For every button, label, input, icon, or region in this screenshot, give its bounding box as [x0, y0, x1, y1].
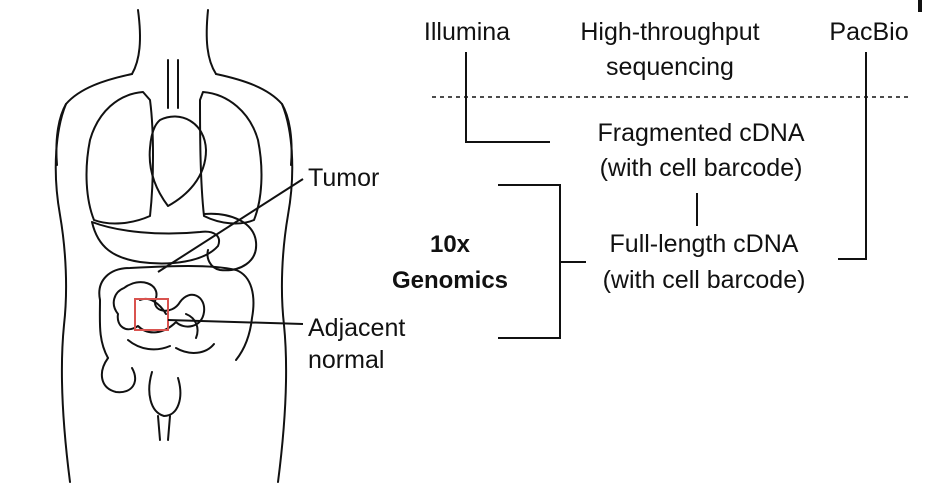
illumina-connector: [465, 52, 550, 143]
pacbio-connector: [838, 52, 867, 260]
tenx-label-line1: 10x: [430, 231, 471, 258]
liver-outline: [91, 221, 220, 265]
bladder-outline: [148, 371, 182, 417]
adjacent-label-line1: Adjacent: [308, 314, 405, 342]
full-length-cdna-line1: Full-length cDNA: [610, 230, 799, 258]
corner-mark: [918, 0, 922, 12]
cecum-outline: [100, 357, 137, 394]
heart-outline: [148, 115, 207, 207]
tenx-label-line2: Genomics: [392, 267, 508, 294]
adjacent-leader-line: [167, 319, 304, 325]
arm-right-outline: [281, 103, 293, 166]
torso-illustration: [54, 9, 294, 483]
tumor-leader-line: [157, 178, 304, 273]
stomach-outline: [203, 212, 258, 272]
small-intestine-outline: [112, 281, 215, 354]
tumor-region-box: [134, 298, 169, 331]
neck-outline: [131, 9, 217, 75]
trachea-outline: [167, 59, 179, 109]
illumina-label: Illumina: [424, 18, 510, 46]
rectum-outline: [157, 415, 171, 441]
tumor-label: Tumor: [308, 164, 379, 192]
full-length-cdna-line2: (with cell barcode): [603, 266, 806, 294]
arm-left-outline: [55, 103, 67, 166]
large-intestine-outline: [98, 265, 255, 361]
tenx-bracket: [498, 184, 561, 339]
lung-left-outline: [85, 91, 154, 225]
high-throughput-label-line2: sequencing: [606, 53, 734, 81]
pacbio-label: PacBio: [829, 18, 908, 46]
high-throughput-label-line1: High-throughput: [580, 18, 759, 46]
fragmented-cdna-line2: (with cell barcode): [600, 154, 803, 182]
fragmented-cdna-line1: Fragmented cDNA: [597, 119, 804, 147]
adjacent-label-line2: normal: [308, 346, 384, 374]
lung-right-outline: [199, 91, 263, 225]
body-outline: [54, 73, 294, 483]
